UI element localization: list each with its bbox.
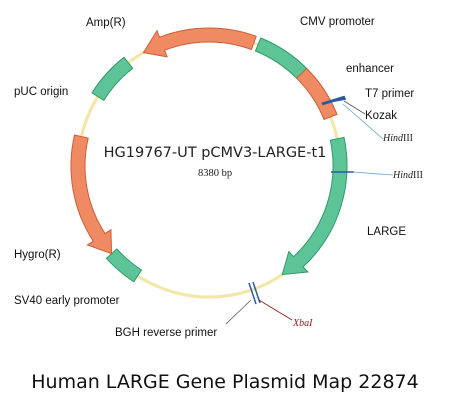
figure-caption: Human LARGE Gene Plasmid Map 22874 xyxy=(31,371,418,393)
label-cmv-promoter: CMV promoter xyxy=(300,16,375,28)
label-hind-iii-2: HindIII xyxy=(392,170,423,181)
cmv-promoter-arc xyxy=(254,37,308,80)
label-xba-i: XbaI xyxy=(292,318,313,329)
leader-xba-i xyxy=(258,299,293,321)
leader-bgh xyxy=(225,299,252,325)
hygro-arc xyxy=(70,134,113,255)
leader-hind-iii-2 xyxy=(352,171,394,176)
plasmid-size: 8380 bp xyxy=(198,168,232,179)
amp-arc xyxy=(142,27,257,58)
label-kozak: Kozak xyxy=(365,110,397,122)
label-amp: Amp(R) xyxy=(86,17,126,29)
plasmid-name: HG19767-UT pCMV3-LARGE-t1 xyxy=(104,145,327,161)
sv40-early-promoter-arc xyxy=(105,248,143,283)
hind-iii-marker-1 xyxy=(328,98,347,103)
puc-origin-arc xyxy=(91,56,134,101)
label-hygro: Hygro(R) xyxy=(14,249,61,261)
label-sv40-early-promoter: SV40 early promoter xyxy=(14,295,120,307)
leader-hind-iii-1 xyxy=(342,103,384,140)
leader-kozak xyxy=(343,100,366,115)
xba-i-marker xyxy=(252,281,261,304)
leader-lines xyxy=(225,100,394,325)
label-t7-primer: T7 primer xyxy=(365,88,414,100)
label-hind-iii-1: HindIII xyxy=(382,133,413,144)
enhancer-arc xyxy=(295,67,338,121)
label-enhancer: enhancer xyxy=(346,63,394,75)
large-gene-arc xyxy=(281,136,348,276)
label-puc-origin: pUC origin xyxy=(14,86,68,98)
bgh-primer-marker xyxy=(248,282,257,305)
label-large: LARGE xyxy=(367,226,406,238)
label-bgh-reverse-primer: BGH reverse primer xyxy=(115,327,217,339)
